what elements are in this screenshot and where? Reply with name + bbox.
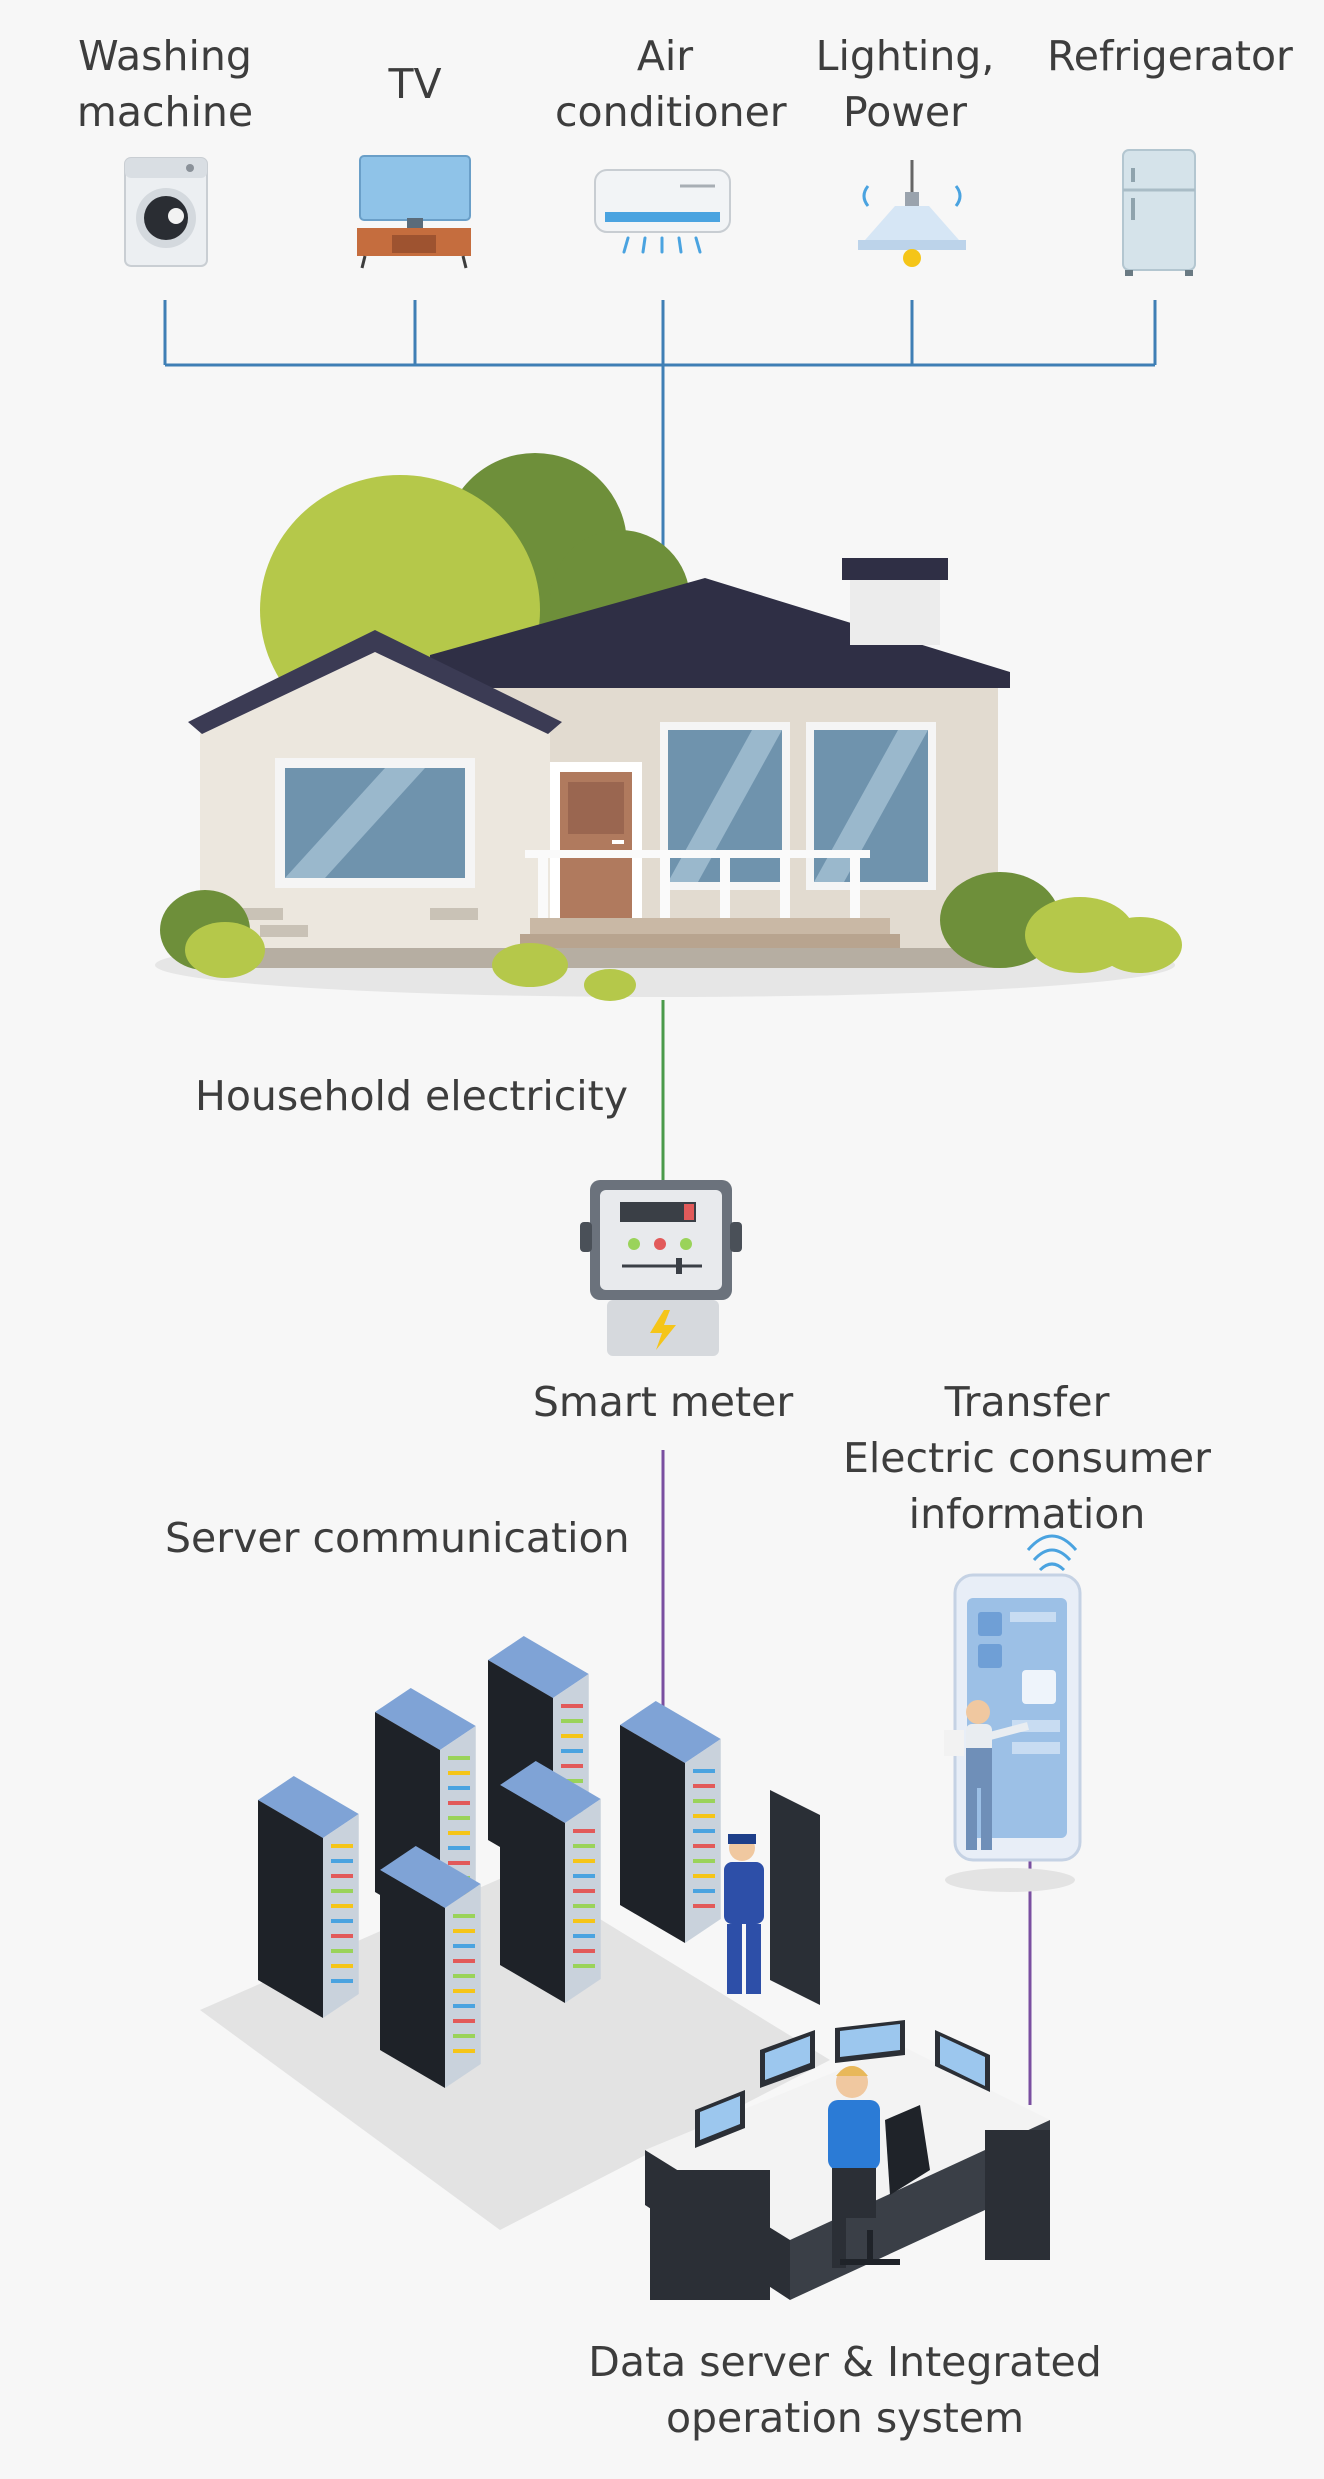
technician-figure <box>724 1790 820 2005</box>
server-rack <box>620 1701 721 1943</box>
tv-icon <box>357 156 471 268</box>
server-rack <box>500 1761 601 2003</box>
server-rack <box>258 1776 359 2018</box>
refrigerator-icon <box>1123 150 1195 276</box>
smart-meter-icon <box>580 1180 742 1356</box>
server-communication-label: Server communication <box>165 1510 630 1566</box>
household-electricity-label: Household electricity <box>195 1068 628 1124</box>
house-illustration <box>155 453 1182 1001</box>
washing-machine-icon <box>125 158 207 266</box>
air-conditioner-icon <box>595 170 730 252</box>
smart-meter-label: Smart meter <box>513 1374 813 1430</box>
ceiling-lamp-icon <box>858 160 966 267</box>
smartphone-app-icon <box>944 1536 1080 1892</box>
server-rack <box>380 1846 481 2088</box>
